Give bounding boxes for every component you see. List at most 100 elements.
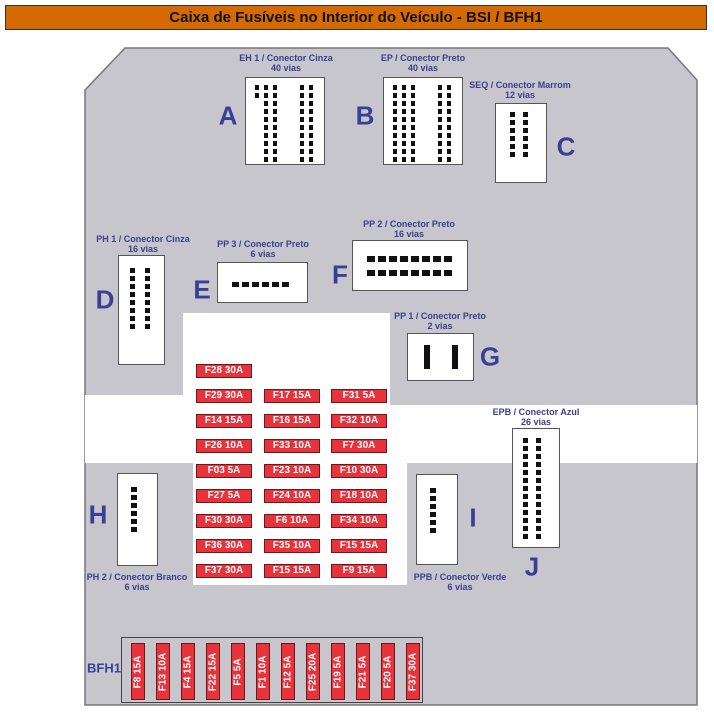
- bfh1-fuse-label: F22 15A: [207, 652, 219, 691]
- connector-pins: [255, 85, 259, 98]
- connector-vias: 6 vias: [250, 249, 276, 259]
- fuse: F23 10A: [264, 464, 320, 478]
- connector-f: [352, 240, 468, 291]
- fuse: F36 30A: [196, 539, 252, 553]
- connector-pins: [300, 85, 304, 162]
- connector-name: PP 2 / Conector Preto: [363, 219, 455, 229]
- bfh1-fuse: F22 15A: [206, 643, 220, 700]
- bfh1-fuse-label: F12 5A: [282, 655, 294, 688]
- connector-pins: [447, 85, 451, 162]
- bfh1-fuse: F21 5A: [356, 643, 370, 700]
- bfh1-fuse-label: F5 5A: [232, 657, 244, 686]
- connector-pins: [536, 438, 541, 539]
- connector-pins: [510, 112, 515, 157]
- connector-pins: [131, 487, 137, 532]
- fuse: F32 10A: [331, 414, 387, 428]
- fuse: F33 10A: [264, 439, 320, 453]
- fuse: F15 15A: [331, 539, 387, 553]
- bfh1-fuse-label: F37 30A: [407, 652, 419, 691]
- connector-g: [407, 333, 474, 381]
- connector-name: PP 1 / Conector Preto: [394, 311, 486, 321]
- bfh1-fuse: F20 5A: [381, 643, 395, 700]
- connector-pins: [130, 268, 135, 329]
- fuse: F30 30A: [196, 514, 252, 528]
- connector-vias: 12 vias: [504, 90, 536, 100]
- connector-pins: [273, 85, 277, 162]
- bfh1-fuse: F19 5A: [331, 643, 345, 700]
- bfh1-fuse-label: F1 10A: [257, 655, 269, 688]
- connector-pins: [367, 270, 455, 276]
- fuse: F15 15A: [264, 564, 320, 578]
- connector-vias: 26 vias: [520, 417, 552, 427]
- connector-c: [495, 103, 547, 183]
- connector-letter-f: F: [332, 259, 348, 290]
- bfh1-fuse-label: F25 20A: [307, 652, 319, 691]
- bfh1-fuse-label: F21 5A: [357, 655, 369, 688]
- bfh1-fuse: F4 15A: [181, 643, 195, 700]
- connector-pins: [232, 282, 290, 287]
- fuse: F34 10A: [331, 514, 387, 528]
- connector-pins: [430, 488, 436, 533]
- connector-vias: 2 vias: [427, 321, 453, 331]
- connector-letter-b: B: [355, 100, 375, 131]
- connector-pins: [145, 268, 150, 329]
- connector-name: PH 1 / Conector Cinza: [96, 234, 190, 244]
- fuse: F18 10A: [331, 489, 387, 503]
- connector-pins: [393, 85, 397, 162]
- connector-h: [117, 473, 158, 566]
- bfh1-fuse: F25 20A: [306, 643, 320, 700]
- fuse: F24 10A: [264, 489, 320, 503]
- fuse: F35 10A: [264, 539, 320, 553]
- bfh1-label: BFH1: [87, 660, 121, 676]
- connector-letter-h: H: [88, 499, 108, 530]
- connector-pins: [367, 256, 455, 262]
- connector-d: [118, 255, 165, 365]
- fuse: F7 30A: [331, 439, 387, 453]
- fuse: F37 30A: [196, 564, 252, 578]
- connector-vias: 16 vias: [393, 229, 425, 239]
- bfh1-fuse-label: F4 15A: [182, 655, 194, 688]
- fuse: F27 5A: [196, 489, 252, 503]
- bfh1-fuse: F5 5A: [231, 643, 245, 700]
- connector-vias: 40 vias: [407, 63, 439, 73]
- connector-letter-c: C: [556, 131, 576, 162]
- connector-letter-i: I: [469, 502, 477, 533]
- bfh1-fuse: F37 30A: [406, 643, 420, 700]
- connector-name: SEQ / Conector Marrom: [469, 80, 571, 90]
- connector-name: EPB / Conector Azul: [492, 407, 580, 417]
- connector-name: PPB / Conector Verde: [413, 572, 507, 582]
- bfh1-panel: [121, 637, 423, 703]
- fuse: F16 15A: [264, 414, 320, 428]
- connector-pins: [438, 85, 442, 162]
- fuse: F6 10A: [264, 514, 320, 528]
- connector-vias: 40 vias: [270, 63, 302, 73]
- connector-letter-a: A: [218, 100, 238, 131]
- bfh1-fuse-label: F13 10A: [157, 652, 169, 691]
- connector-i: [416, 474, 458, 565]
- connector-pins: [402, 85, 406, 162]
- connector-pins: [424, 345, 430, 369]
- fuse: F31 5A: [331, 389, 387, 403]
- fuse: F03 5A: [196, 464, 252, 478]
- bfh1-fuse: F13 10A: [156, 643, 170, 700]
- fuse: F10 30A: [331, 464, 387, 478]
- connector-pins: [264, 85, 268, 162]
- bfh1-fuse: F1 10A: [256, 643, 270, 700]
- connector-pins: [411, 85, 415, 162]
- connector-letter-e: E: [193, 274, 211, 305]
- connector-name: EP / Conector Preto: [380, 53, 466, 63]
- fuse: F14 15A: [196, 414, 252, 428]
- fuse: F9 15A: [331, 564, 387, 578]
- fuse: F29 30A: [196, 389, 252, 403]
- connector-pins: [309, 85, 313, 162]
